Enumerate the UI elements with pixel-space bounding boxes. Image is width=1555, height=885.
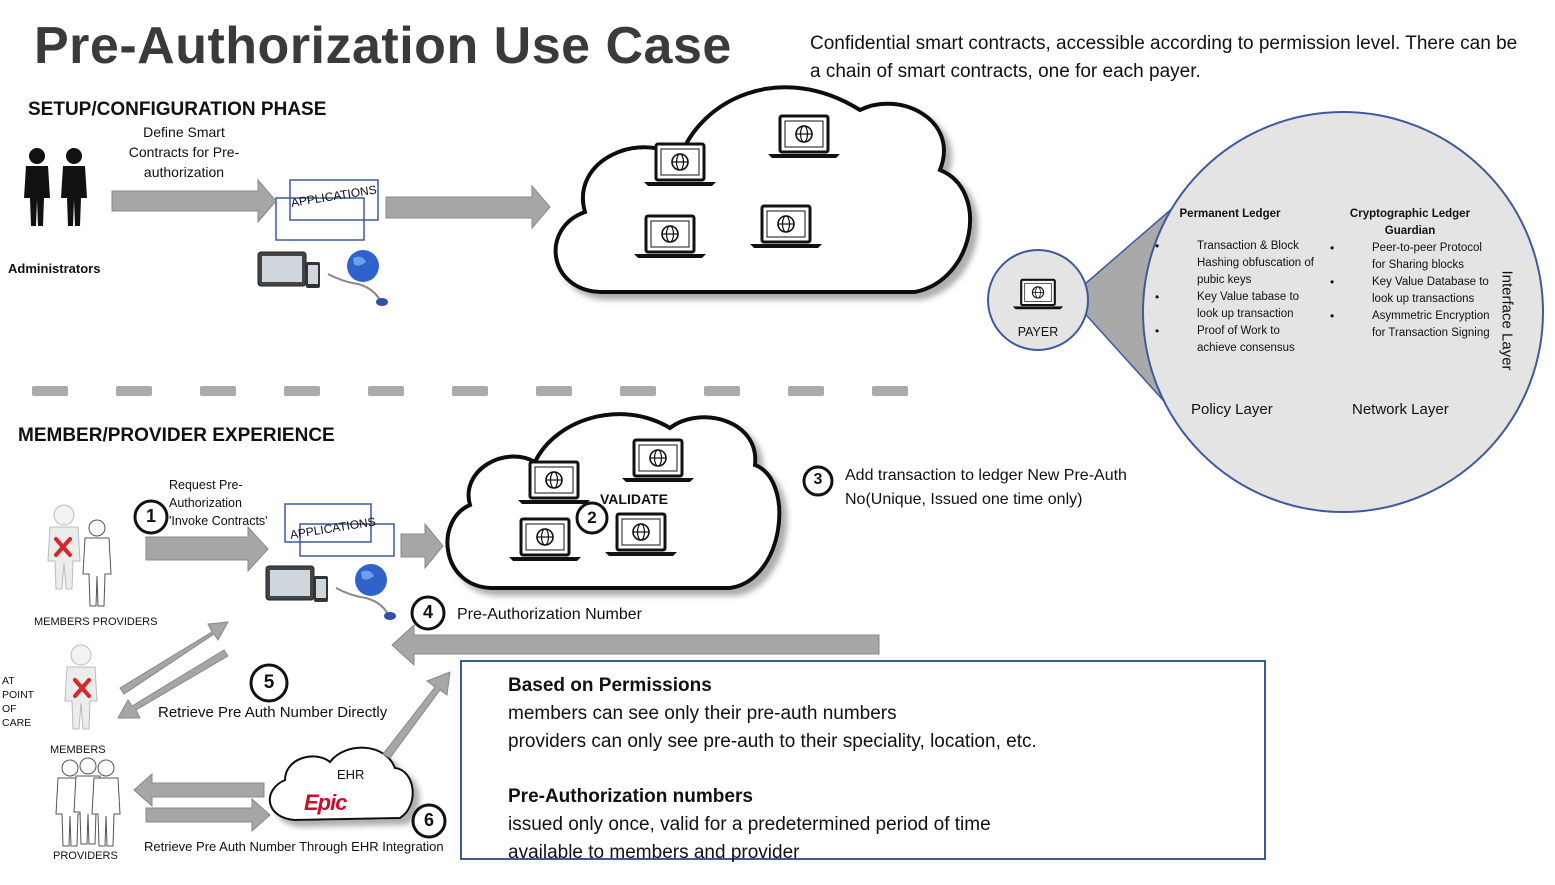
policy-layer-label: Policy Layer — [1191, 401, 1273, 418]
crypto-ledger-column: Cryptographic Ledger Guardian Peer-to-pe… — [1330, 206, 1490, 342]
step5-text: Retrieve Pre Auth Number Directly — [158, 704, 388, 721]
page-subtitle: Confidential smart contracts, accessible… — [810, 33, 1518, 82]
applications-box-front — [299, 523, 395, 557]
step-number: 6 — [423, 810, 434, 830]
step-number: 4 — [422, 602, 433, 622]
crypto-ledger-item: Asymmetric Encryption for Transaction Si… — [1330, 308, 1490, 342]
crypto-ledger-heading: Cryptographic Ledger Guardian — [1349, 208, 1471, 237]
administrators-label: Administrators — [8, 261, 101, 276]
ehr-label: EHR — [337, 767, 365, 782]
applications-box-back — [284, 503, 372, 543]
permissions-line: providers can only see pre-auth to their… — [508, 731, 1037, 752]
members-label: MEMBERS — [50, 744, 106, 756]
step3-text: Add transaction to ledger New Pre-Auth N… — [845, 467, 1127, 508]
top-cloud — [553, 85, 973, 294]
permanent-ledger-item: Transaction & Block Hashing obfuscation … — [1155, 238, 1315, 289]
step-number: 1 — [145, 506, 156, 526]
laptop-icon — [620, 438, 696, 484]
step4-text: Pre-Authorization Number — [457, 606, 642, 623]
laptop-icon — [516, 460, 592, 506]
payer-label: PAYER — [1017, 325, 1059, 339]
crypto-ledger-item: Peer-to-peer Protocol for Sharing blocks — [1330, 240, 1490, 274]
at-point-of-care-label: AT POINT OF CARE — [2, 675, 34, 729]
administrator-icon — [24, 148, 50, 226]
providers-label: PROVIDERS — [53, 850, 118, 862]
laptop-icon — [748, 204, 824, 250]
provider-icon — [82, 519, 112, 607]
applications-box-front — [289, 179, 379, 221]
permanent-ledger-item: Key Value tabase to look up transaction — [1155, 289, 1315, 323]
member-phase-heading: MEMBER/PROVIDER EXPERIENCE — [18, 425, 335, 446]
page-title: Pre-Authorization Use Case — [34, 17, 732, 75]
provider-icon — [91, 759, 121, 847]
permissions-heading: Based on Permissions — [508, 675, 712, 696]
epic-logo: Epic — [304, 790, 347, 815]
permissions-line: issued only once, valid for a predetermi… — [508, 814, 991, 835]
step-circles — [133, 465, 834, 839]
permissions-box: Based on Permissions members can see onl… — [460, 660, 1266, 863]
permissions-line: members can see only their pre-auth numb… — [508, 703, 897, 724]
laptop-icon — [507, 517, 583, 563]
preauth-numbers-heading: Pre-Authorization numbers — [508, 786, 753, 807]
permanent-ledger-column: Permanent Ledger Transaction & Block Has… — [1155, 206, 1315, 357]
crypto-ledger-item: Key Value Database to look up transactio… — [1330, 274, 1490, 308]
interface-layer-label: Interface Layer — [1498, 270, 1516, 371]
phase-separator — [32, 386, 908, 396]
red-x-icon — [54, 537, 91, 698]
ehr-cloud — [268, 746, 414, 822]
administrator-icon — [61, 148, 87, 226]
payer-laptop-icon — [1011, 278, 1065, 311]
step6-text: Retrieve Pre Auth Number Through EHR Int… — [144, 839, 444, 854]
setup-phase-heading: SETUP/CONFIGURATION PHASE — [28, 99, 327, 120]
laptop-icon — [603, 512, 679, 558]
step-number: 2 — [587, 508, 597, 527]
devices-globe-icon — [265, 563, 397, 621]
applications-box-back — [275, 197, 365, 241]
define-contracts-text: Define Smart Contracts for Pre-authoriza… — [128, 124, 240, 180]
validate-label: VALIDATE — [600, 491, 668, 507]
arrows — [111, 178, 880, 833]
laptop-icon — [766, 114, 842, 160]
laptop-icon — [632, 214, 708, 260]
step-number: 3 — [813, 471, 823, 488]
permissions-line: available to members and provider — [508, 842, 800, 863]
devices-globe-icon — [257, 249, 389, 307]
network-layer-label: Network Layer — [1352, 401, 1449, 418]
step-number: 5 — [263, 672, 275, 693]
request-preauth-text: Request Pre-Authorization 'Invoke Contra… — [169, 478, 268, 528]
laptop-icon — [642, 142, 718, 188]
permanent-ledger-item: Proof of Work to achieve consensus — [1155, 323, 1315, 357]
members-providers-label: MEMBERS PROVIDERS — [34, 616, 158, 628]
permanent-ledger-heading: Permanent Ledger — [1179, 208, 1281, 220]
